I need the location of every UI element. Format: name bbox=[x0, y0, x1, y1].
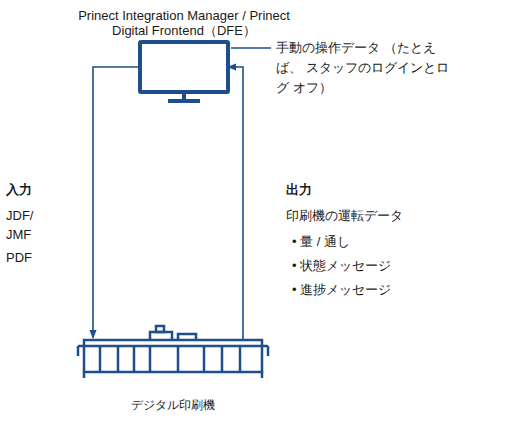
monitor-icon bbox=[140, 42, 228, 101]
digital-press: デジタル印刷機 bbox=[76, 324, 270, 380]
output-item: • 状態メッセージ bbox=[292, 256, 472, 275]
input-format: PDF bbox=[6, 248, 66, 267]
output-item: • 進捗メッセージ bbox=[292, 280, 472, 299]
output-item: • 量 / 通し bbox=[292, 232, 472, 251]
node-caption: デジタル印刷機 bbox=[56, 398, 290, 413]
flow-arrow bbox=[228, 67, 243, 340]
leader-line bbox=[231, 47, 271, 49]
section-title: 入力 bbox=[6, 180, 66, 199]
frontend-monitor: Prinect Integration Manager / Prinect Di… bbox=[138, 40, 230, 102]
input-format: JDF/ JMF bbox=[6, 206, 40, 244]
section-title: 出力 bbox=[286, 180, 366, 199]
flow-arrow bbox=[93, 67, 140, 338]
node-heading: Prinect Integration Manager / Prinect Di… bbox=[70, 8, 298, 38]
output-description: 印刷機の運転データ bbox=[286, 206, 486, 225]
callout-note: 手動の操作データ （たとえば、 スタッフのログインとログ オフ） bbox=[276, 38, 452, 98]
printer-icon bbox=[78, 326, 268, 378]
